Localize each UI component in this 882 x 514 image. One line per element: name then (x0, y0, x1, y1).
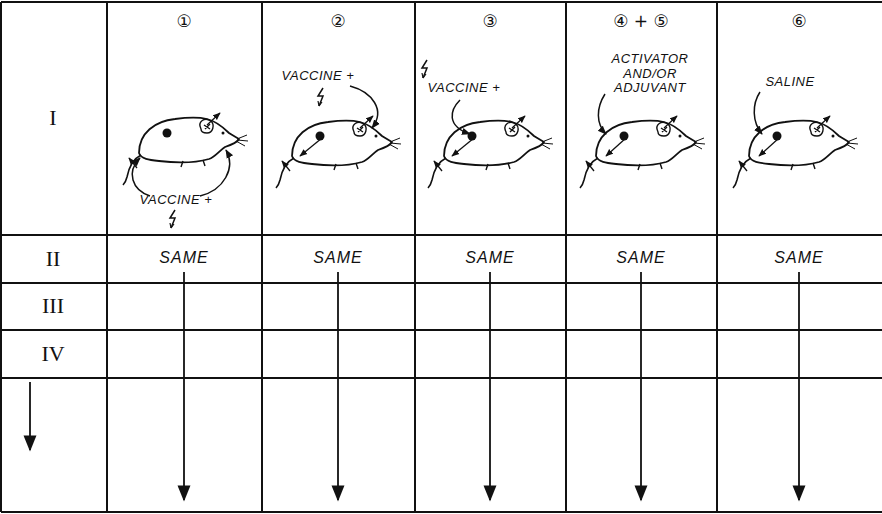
treatment-note: SALINE (765, 75, 814, 90)
row-numeral: IV (41, 341, 64, 366)
site-arrows (129, 113, 830, 171)
injection-routes (132, 86, 762, 196)
mouse-drawings (123, 118, 858, 189)
repeat-note: SAME (313, 249, 362, 267)
column-number: ④ + ⑤ (613, 12, 669, 32)
column-number: ⑥ (791, 12, 806, 32)
treatment-note: ACTIVATOR AND/OR ADJUVANT (603, 52, 698, 97)
column-number: ① (176, 12, 191, 32)
column-number: ② (330, 12, 345, 32)
row-numeral: I (49, 105, 56, 130)
row-numeral: II (46, 246, 61, 271)
time-arrows (30, 272, 799, 500)
treatment-note: VACCINE + (428, 81, 501, 96)
treatment-note: VACCINE + (282, 69, 355, 84)
repeat-note: SAME (159, 249, 208, 267)
repeat-note: SAME (774, 249, 823, 267)
repeat-note: SAME (465, 249, 514, 267)
repeat-note: SAME (616, 249, 665, 267)
treatment-note: VACCINE + (140, 193, 213, 208)
row-numeral: III (42, 293, 64, 318)
column-number: ③ (482, 12, 497, 32)
